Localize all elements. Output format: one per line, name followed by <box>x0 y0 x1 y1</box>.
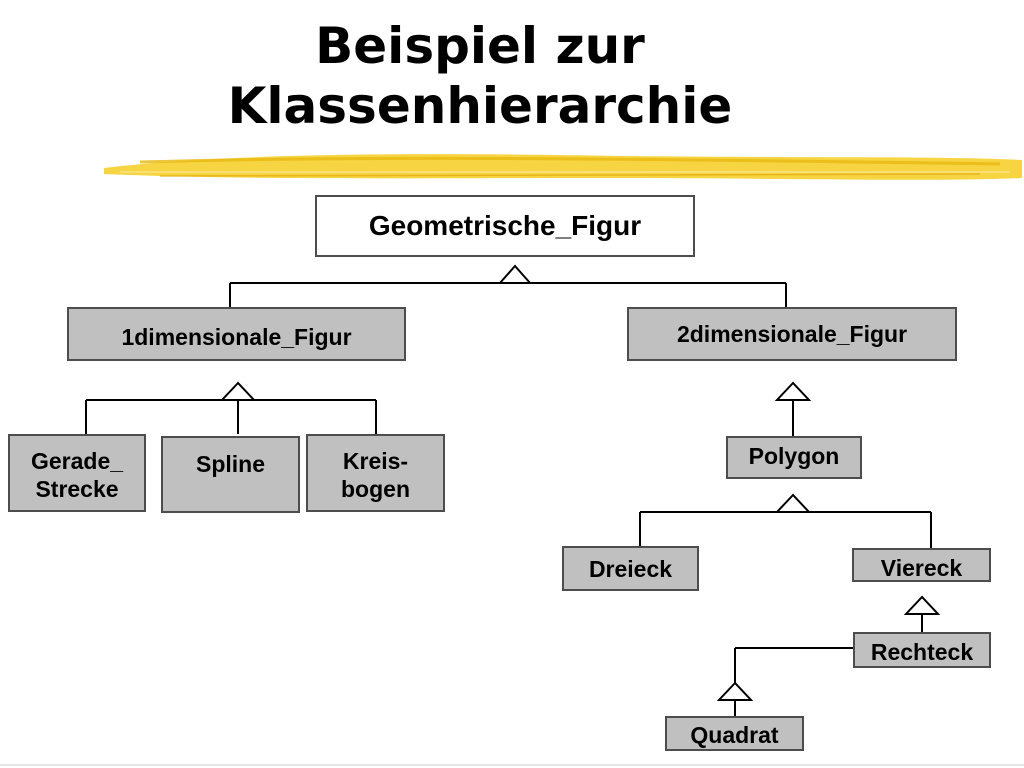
class-geometrische-figur: Geometrische_Figur <box>315 195 695 257</box>
class-spline: Spline <box>161 436 300 513</box>
class-label: 2dimensionale_Figur <box>676 321 908 347</box>
class-dreieck: Dreieck <box>562 546 699 591</box>
inheritance-arrow-root <box>497 264 533 284</box>
class-rechteck: Rechteck <box>853 632 991 668</box>
inheritance-arrow-1dim <box>219 381 257 401</box>
class-label: Gerade_ Strecke <box>30 448 124 502</box>
class-quadrat: Quadrat <box>665 716 804 751</box>
class-kreisbogen: Kreis- bogen <box>306 434 445 512</box>
title-underline-brushstroke <box>104 154 1022 180</box>
class-label: 1dimensionale_Figur <box>121 324 352 350</box>
class-1dimensionale-figur: 1dimensionale_Figur <box>67 307 406 361</box>
title-line-1: Beispiel zur <box>315 17 645 75</box>
slide-title: Beispiel zur Klassenhierarchie <box>150 16 810 136</box>
class-viereck: Viereck <box>852 548 991 582</box>
class-label: Quadrat <box>690 722 779 748</box>
class-polygon: Polygon <box>726 436 862 479</box>
inheritance-arrow-polygon <box>774 493 812 513</box>
class-label: Geometrische_Figur <box>368 210 642 241</box>
inheritance-arrow-viereck <box>903 595 941 615</box>
class-label: Rechteck <box>870 639 974 665</box>
slide-bottom-rule <box>0 764 1024 766</box>
class-label: Polygon <box>748 443 840 469</box>
class-label: Viereck <box>880 555 963 581</box>
class-gerade-strecke: Gerade_ Strecke <box>8 434 146 512</box>
class-2dimensionale-figur: 2dimensionale_Figur <box>627 307 957 361</box>
inheritance-arrow-rechteck <box>716 681 754 701</box>
class-label: Dreieck <box>588 556 673 582</box>
class-label: Spline <box>195 451 265 477</box>
title-line-2: Klassenhierarchie <box>227 77 733 135</box>
class-label: Kreis- bogen <box>341 448 410 502</box>
inheritance-arrow-2dim <box>774 381 812 401</box>
